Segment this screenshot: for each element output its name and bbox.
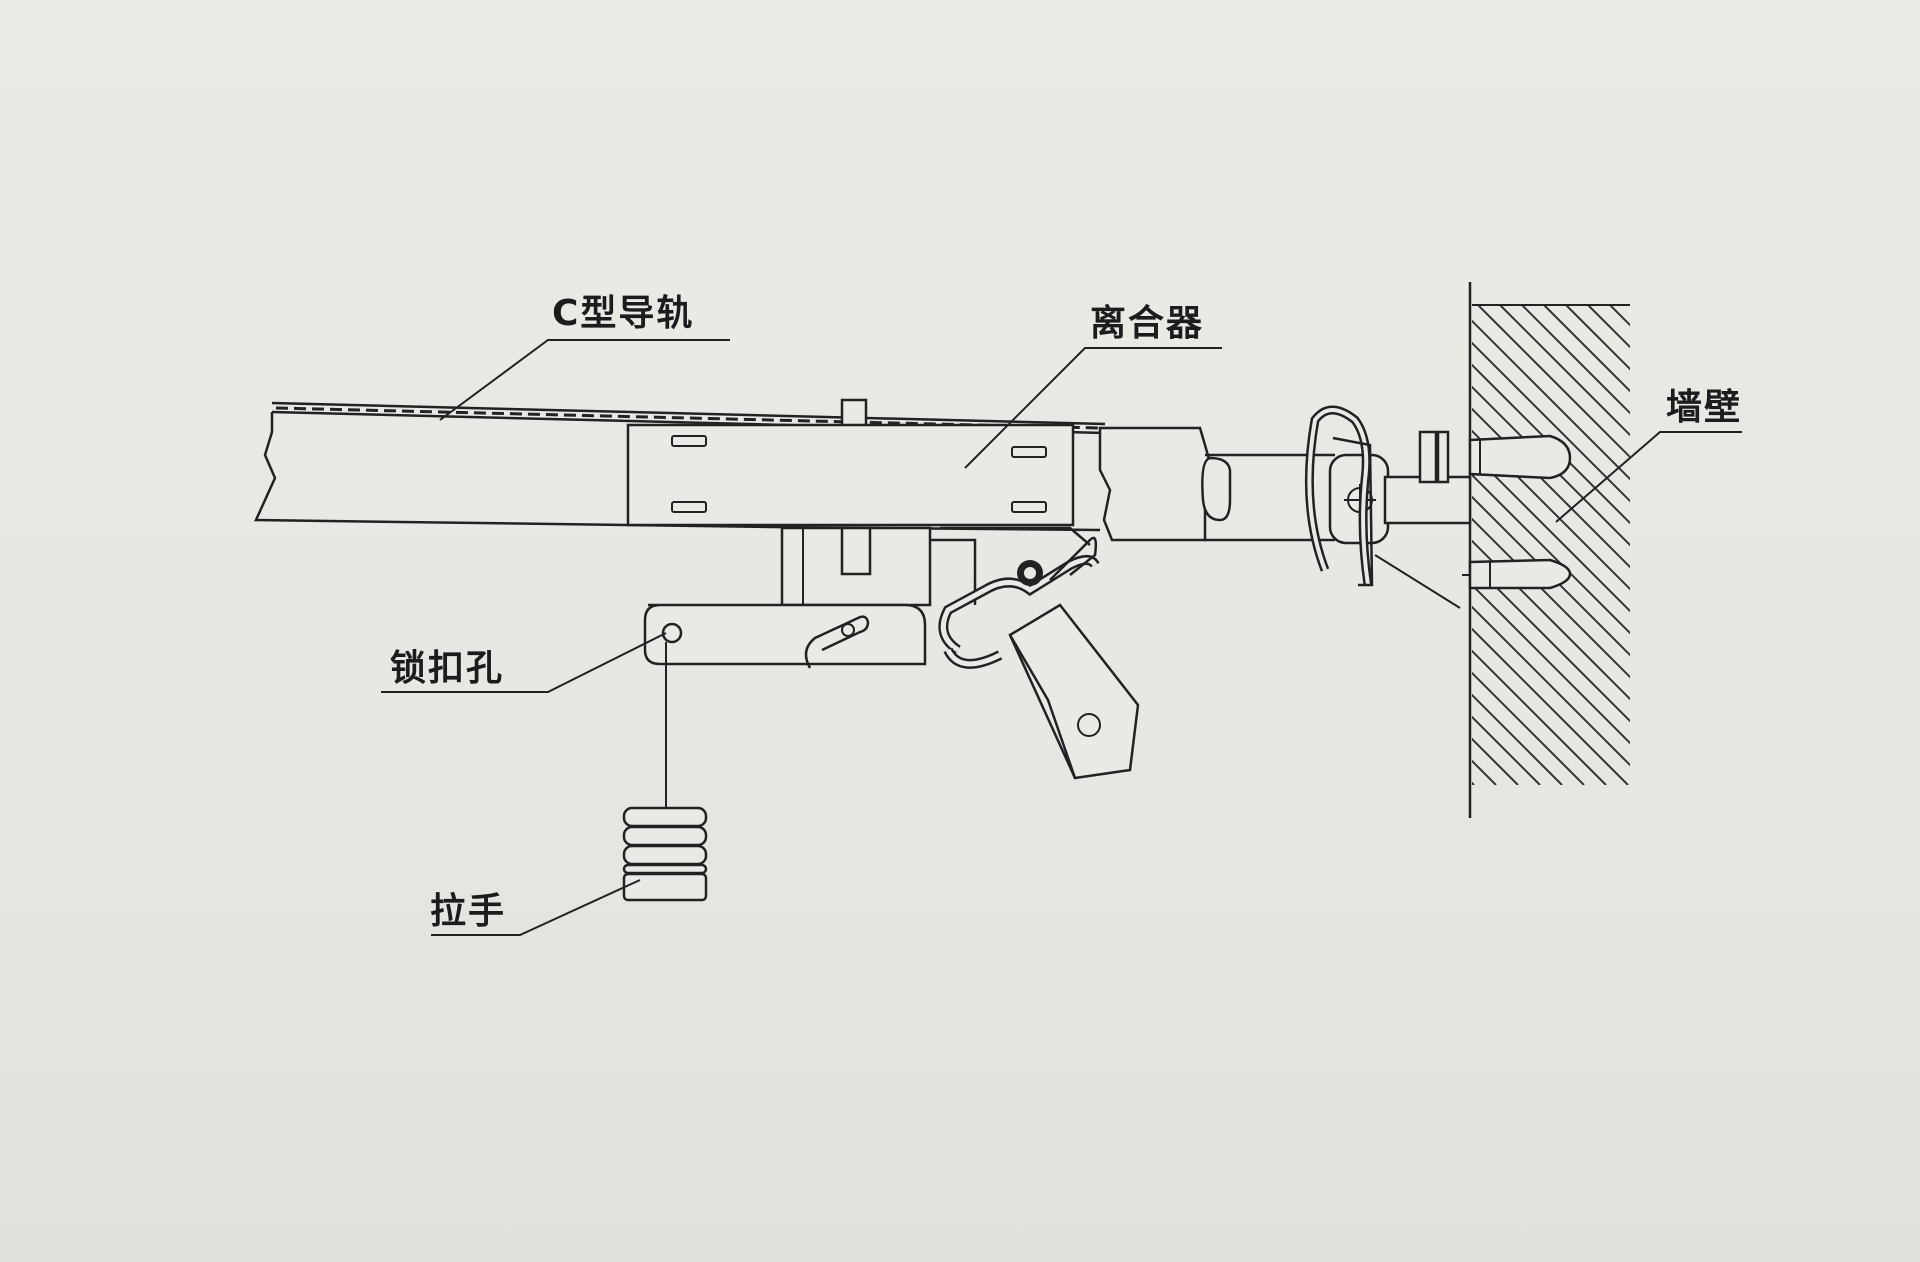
- leader-c-rail: [439, 339, 730, 421]
- wall-hatch-line: [1472, 627, 1629, 785]
- arm-hole: [1077, 713, 1101, 737]
- leader-bracket-to-wall: [1374, 554, 1461, 609]
- wall-hatch-line: [1472, 693, 1563, 785]
- end-cap-lug: [1201, 456, 1232, 522]
- wall-hatching: [972, 305, 1920, 785]
- small-cotter-pin: [804, 615, 870, 669]
- leader-handle: [431, 879, 641, 936]
- clutch-slot: [671, 501, 707, 513]
- handle-ring: [622, 806, 708, 828]
- expansion-bolt-top: [1468, 434, 1572, 480]
- leader-wall: [1555, 431, 1742, 523]
- wall-hatch-line: [1543, 305, 1630, 393]
- expansion-bolt-bottom: [1468, 558, 1572, 590]
- clip-spring: [1049, 536, 1098, 581]
- rail-top-edge: [271, 401, 1106, 426]
- rail-top-tab: [840, 398, 868, 428]
- wall-hatch-line: [1472, 671, 1585, 785]
- label-lock-hole: 锁扣孔: [390, 648, 504, 689]
- wall-hatch-line: [1676, 305, 1920, 785]
- rail-end-cap: [1098, 426, 1214, 542]
- wall-hatch-line: [1472, 319, 1630, 481]
- lock-hole: [661, 622, 683, 644]
- wall-hatch-line: [1472, 539, 1630, 701]
- lock-plate-body: [643, 603, 927, 666]
- front-bracket: [1098, 405, 1572, 590]
- clutch-slot: [1011, 501, 1047, 513]
- wall-hatch-line: [1472, 407, 1630, 569]
- hanger-slot: [840, 526, 872, 576]
- r-clip-inner: [940, 557, 1098, 653]
- wall-hatch-line: [1472, 451, 1630, 613]
- labels: C型导轨 离合器 墙壁 锁扣孔 拉手: [390, 293, 1742, 932]
- wall-hatch-line: [972, 305, 1452, 785]
- label-handle: 拉手: [430, 891, 506, 932]
- pull-handle-assembly: [622, 642, 708, 902]
- wall-hatch-line: [1472, 429, 1630, 591]
- wall-hatch-line: [1654, 305, 1920, 785]
- wall-hatch-line: [1472, 561, 1630, 723]
- handle-ring: [622, 844, 708, 866]
- wall-mount-plate: [1383, 475, 1472, 525]
- wall-hatch-line: [1472, 341, 1630, 503]
- wall-hatch-line: [1521, 305, 1630, 415]
- bolt-nut: [1436, 430, 1450, 484]
- wall-hatch-line: [1472, 385, 1630, 547]
- wall-hatch-line: [1565, 305, 1630, 371]
- wall-hatch-line: [1472, 583, 1630, 745]
- handle-ring: [622, 863, 708, 875]
- lock-plate: [643, 603, 927, 669]
- label-c-rail: C型导轨: [552, 293, 694, 334]
- clutch-body: [626, 423, 1075, 527]
- label-wall: 墙壁: [1666, 387, 1742, 428]
- wall-hatch-line: [1499, 305, 1630, 437]
- arm-plate: [1008, 603, 1140, 780]
- release-arm: [938, 536, 1140, 780]
- wall-hatch-line: [1609, 305, 1630, 327]
- pivot-pin-center: [1024, 567, 1036, 579]
- bracket-r-clip-inner: [1307, 408, 1370, 586]
- wall-hatch-line: [1587, 305, 1630, 349]
- wall-hatch-line: [1472, 605, 1630, 767]
- clutch-trolley: [626, 423, 1091, 607]
- hanger-right-edge: [940, 526, 1091, 546]
- arm-edge: [1008, 634, 1077, 779]
- leader-clutch: [964, 347, 1222, 469]
- leader-lines: [381, 339, 1742, 936]
- leader-lock-hole: [381, 632, 667, 693]
- wall-hatch-line: [1472, 473, 1630, 635]
- hanger-side: [930, 538, 977, 605]
- bolt-washer: [1418, 430, 1438, 484]
- handle-base: [622, 872, 708, 902]
- clutch-slot: [1011, 446, 1047, 458]
- wall-hatch-line: [1472, 649, 1607, 785]
- clutch-slot: [671, 435, 707, 447]
- rail-left-break: [254, 412, 773, 529]
- wall-hatch-line: [1472, 363, 1630, 525]
- wall-hatch-line: [1477, 305, 1630, 459]
- wall-hatch-line: [1632, 305, 1920, 785]
- wall: [972, 282, 1920, 818]
- small-pin-head: [841, 623, 855, 637]
- bracket-clip-leg: [1332, 436, 1374, 587]
- r-clip-loop-inner: [945, 648, 1002, 667]
- wall-hatch-line: [1472, 495, 1630, 657]
- label-clutch: 离合器: [1090, 303, 1204, 344]
- wall-hatch-line: [1472, 517, 1630, 679]
- handle-ring: [622, 825, 708, 847]
